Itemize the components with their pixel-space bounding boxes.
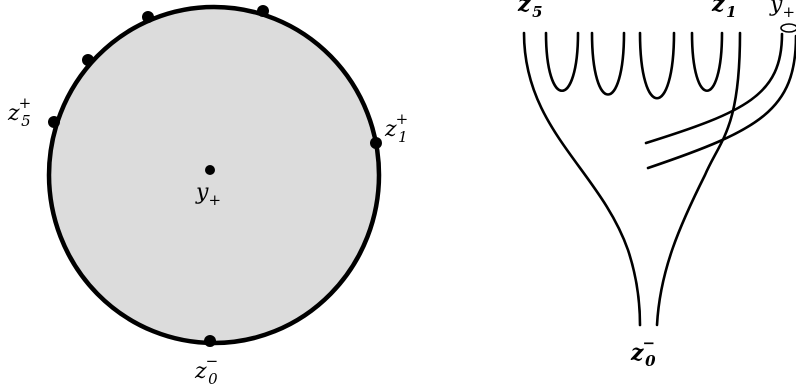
boundary-point-top-2	[257, 5, 269, 17]
surface-label-z5: z+5	[517, 0, 543, 21]
trunk-right-edge	[655, 31, 742, 327]
disk	[46, 4, 382, 346]
label-z5-plus: z+5	[7, 94, 31, 130]
finger-3	[638, 31, 676, 100]
boundary-point-z1-plus	[370, 137, 382, 149]
tube-inner	[644, 32, 784, 145]
trunk-left-edge	[522, 31, 642, 327]
label-y-plus: y+	[195, 180, 221, 209]
surface-label-y-plus: y+	[769, 0, 795, 21]
surface-diagram	[522, 23, 796, 327]
disk-diagram: z+5 z+1 y+ z−0	[7, 4, 408, 388]
surface-label-z0-minus: z−0	[630, 334, 656, 370]
finger-1	[544, 31, 580, 93]
label-z1-plus: z+1	[384, 110, 408, 146]
finger-4	[690, 31, 724, 93]
boundary-point-top-1	[142, 11, 154, 23]
surface-label-z1: z+1	[711, 0, 737, 21]
tube-end-cap	[780, 23, 796, 33]
interior-point-y-plus	[205, 165, 215, 175]
boundary-point-z5-plus	[48, 116, 60, 128]
boundary-point-upper-left	[82, 54, 94, 66]
finger-2	[590, 31, 626, 96]
label-z0-minus: z−0	[194, 352, 218, 388]
tube-outer	[646, 34, 796, 170]
boundary-point-z0-minus	[204, 335, 216, 347]
